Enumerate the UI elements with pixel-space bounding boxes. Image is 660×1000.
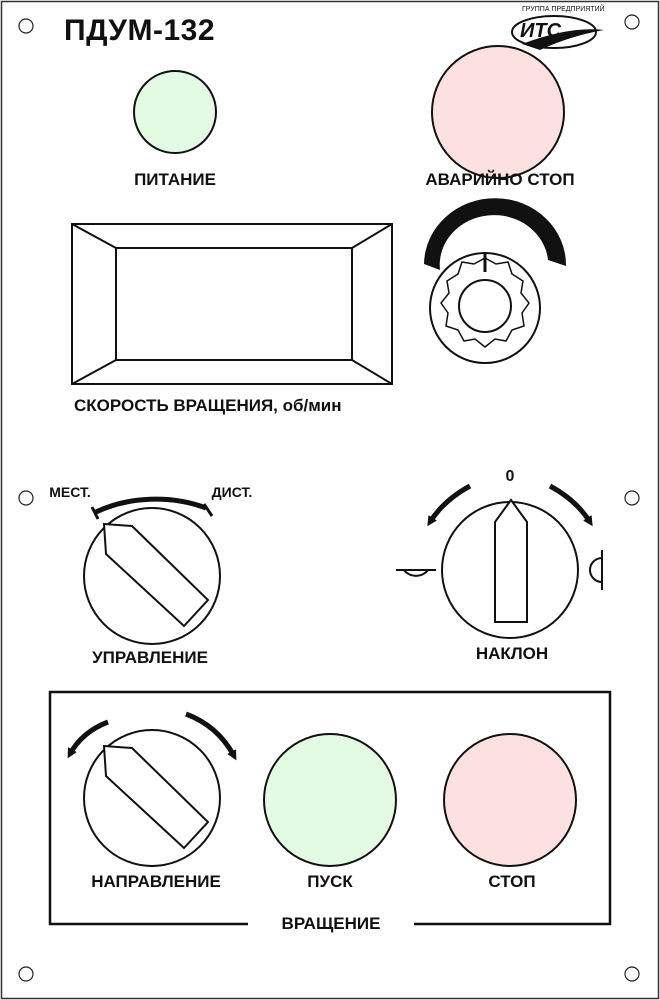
brand-tagline: ГРУППА ПРЕДПРИЯТИЙ [522, 6, 605, 13]
stop-button[interactable] [443, 733, 577, 867]
tilt-switch[interactable] [396, 483, 603, 639]
power-lamp [133, 70, 217, 154]
speed-knob[interactable] [424, 198, 567, 364]
switch-handle [102, 522, 210, 628]
speed-label: СКОРОСТЬ ВРАЩЕНИЯ, об/мин [74, 396, 342, 415]
direction-left-arrow [67, 719, 109, 759]
direction-right-arrow [185, 711, 237, 761]
speed-scale-arc [424, 198, 567, 270]
tilt-left-symbol-icon [396, 569, 436, 577]
screw-hole-icon [18, 18, 34, 34]
mounting-holes [18, 14, 640, 982]
emergency-stop-label: АВАРИЙНО СТОП [425, 170, 575, 189]
screw-hole-icon [624, 490, 640, 506]
switch-handle [494, 498, 528, 623]
screw-hole-icon [18, 490, 34, 506]
tilt-zero-label: 0 [505, 468, 515, 485]
control-mode-switch[interactable] [83, 496, 221, 645]
control-local-label: МЕСТ. [49, 484, 91, 500]
rotation-group-frame [48, 690, 612, 926]
rotation-group-label: ВРАЩЕНИЕ [281, 914, 381, 933]
tilt-right-symbol-icon [589, 550, 603, 590]
control-range-arc [94, 496, 207, 515]
device-model-title: ПДУМ-132 [64, 14, 215, 47]
tilt-label: НАКЛОН [475, 644, 549, 663]
control-label: УПРАВЛЕНИЕ [92, 648, 208, 667]
start-button[interactable] [263, 733, 397, 867]
power-label: ПИТАНИЕ [134, 170, 216, 189]
screw-hole-icon [624, 966, 640, 982]
control-remote-label: ДИСТ. [211, 484, 253, 500]
tilt-right-arrow [548, 483, 593, 527]
emergency-stop-button[interactable] [431, 45, 565, 179]
direction-label: НАПРАВЛЕНИЕ [91, 872, 221, 891]
brand-name: ИТС [520, 20, 562, 42]
screw-hole-icon [624, 14, 640, 30]
direction-switch[interactable] [67, 711, 237, 867]
screw-hole-icon [18, 966, 34, 982]
switch-handle [102, 744, 210, 850]
brand-logo-icon [511, 15, 604, 50]
speed-display [71, 223, 393, 385]
start-label: ПУСК [307, 872, 353, 891]
stop-label: СТОП [488, 872, 536, 891]
tilt-left-arrow [427, 483, 472, 527]
